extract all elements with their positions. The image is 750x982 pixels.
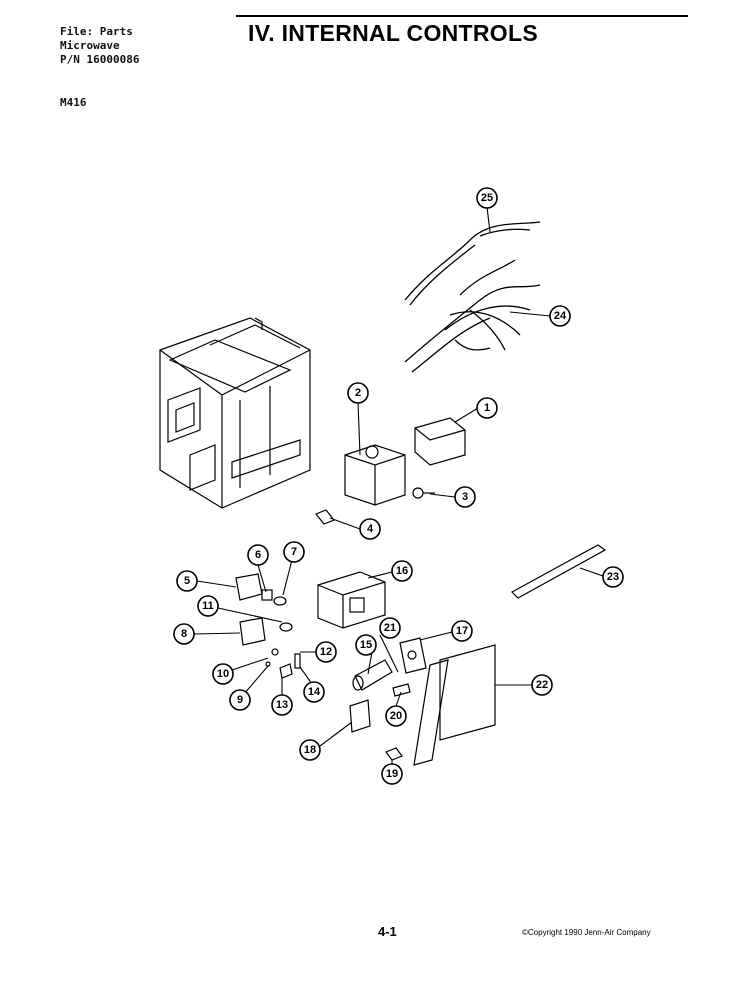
svg-text:15: 15	[360, 639, 372, 651]
callout-6: 6	[247, 544, 269, 566]
model-number: M416	[60, 96, 87, 109]
bar-23	[511, 544, 607, 599]
callout-3: 3	[454, 486, 476, 508]
part-19	[385, 747, 403, 761]
svg-text:16: 16	[396, 565, 408, 577]
svg-text:6: 6	[255, 549, 261, 561]
svg-text:12: 12	[320, 646, 332, 658]
part-4	[315, 509, 335, 525]
callout-17: 17	[451, 620, 473, 642]
callout-23: 23	[602, 566, 624, 588]
svg-text:11: 11	[202, 600, 214, 612]
title-rule	[236, 15, 688, 17]
callout-10: 10	[212, 663, 234, 685]
part-20	[392, 683, 411, 697]
svg-text:13: 13	[276, 699, 288, 711]
callout-16: 16	[391, 560, 413, 582]
callout-25: 25	[476, 187, 498, 209]
svg-text:24: 24	[554, 310, 567, 322]
callout-5: 5	[176, 570, 198, 592]
cabinet-illustration	[159, 317, 311, 509]
callout-13: 13	[271, 694, 293, 716]
page-number: 4-1	[378, 924, 397, 939]
svg-text:8: 8	[181, 628, 187, 640]
callout-12: 12	[315, 641, 337, 663]
svg-text:3: 3	[462, 491, 468, 503]
svg-text:18: 18	[304, 744, 316, 756]
svg-text:19: 19	[386, 768, 398, 780]
svg-text:7: 7	[291, 546, 297, 558]
callout-4: 4	[359, 518, 381, 540]
callout-11: 11	[197, 595, 219, 617]
callout-19: 19	[381, 763, 403, 785]
svg-text:1: 1	[484, 402, 490, 414]
header-file: File: Parts	[60, 25, 133, 38]
header-type: Microwave	[60, 39, 120, 52]
callout-2: 2	[347, 382, 369, 404]
callout-14: 14	[303, 681, 325, 703]
copyright-notice: ©Copyright 1990 Jenn-Air Company	[522, 928, 651, 937]
diode-bracket-17	[399, 637, 427, 674]
svg-text:14: 14	[308, 686, 321, 698]
callout-7: 7	[283, 541, 305, 563]
magnetron-2	[344, 444, 406, 506]
header-part-number: P/N 16000086	[60, 53, 140, 66]
svg-text:25: 25	[481, 192, 493, 204]
svg-text:20: 20	[390, 710, 402, 722]
wire-harness-24	[404, 259, 541, 373]
callout-24: 24	[549, 305, 571, 327]
fuse-holder-1	[414, 417, 466, 466]
svg-text:10: 10	[217, 668, 229, 680]
transformer-16	[317, 571, 386, 629]
switch-assembly-5	[235, 573, 287, 606]
svg-text:22: 22	[536, 679, 548, 691]
part-3	[412, 487, 435, 499]
callout-9: 9	[229, 689, 251, 711]
svg-text:17: 17	[456, 625, 468, 637]
callout-21: 21	[379, 617, 401, 639]
page-title: IV. INTERNAL CONTROLS	[248, 20, 538, 46]
svg-text:4: 4	[367, 523, 374, 535]
callout-8: 8	[173, 623, 195, 645]
svg-text:21: 21	[384, 622, 396, 634]
svg-text:5: 5	[184, 575, 190, 587]
plate-22	[413, 644, 496, 766]
switch-assembly-8	[239, 617, 301, 679]
bracket-18	[349, 699, 371, 733]
svg-text:9: 9	[237, 694, 243, 706]
callout-20: 20	[385, 705, 407, 727]
callout-15: 15	[355, 634, 377, 656]
callout-18: 18	[299, 739, 321, 761]
callout-1: 1	[476, 397, 498, 419]
capacitor-15	[352, 659, 393, 691]
leader-lines	[193, 206, 604, 766]
svg-text:2: 2	[355, 387, 361, 399]
callout-22: 22	[531, 674, 553, 696]
wire-harness-25	[404, 221, 541, 306]
svg-text:23: 23	[607, 571, 619, 583]
